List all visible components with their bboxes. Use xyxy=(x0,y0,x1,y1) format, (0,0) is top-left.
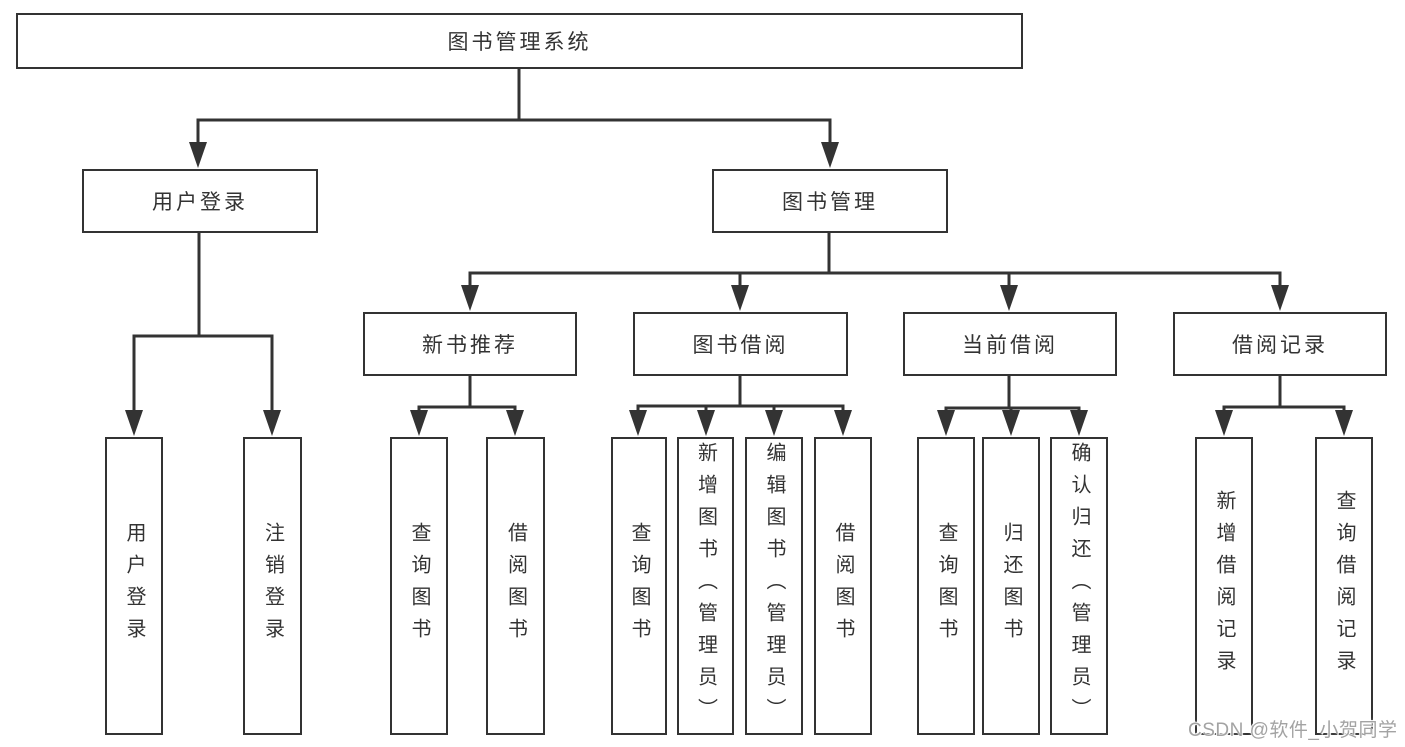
node-book-management: 图书管理 xyxy=(712,169,948,233)
node-new-book-recommend: 新书推荐 xyxy=(363,312,577,376)
csdn-watermark: CSDN @软件_小贺同学 xyxy=(1188,720,1398,741)
leaf-current-query-books: 查询图书 xyxy=(917,437,975,735)
leaf-newbook-query-books: 查询图书 xyxy=(390,437,448,735)
leaf-logout: 注销登录 xyxy=(243,437,302,735)
leaf-user-login: 用户登录 xyxy=(105,437,163,735)
node-user-login: 用户登录 xyxy=(82,169,318,233)
leaf-records-query-record: 查询借阅记录 xyxy=(1315,437,1373,735)
leaf-borrow-add-books-admin: 新增图书（管理员） xyxy=(677,437,734,735)
leaf-newbook-borrow-books: 借阅图书 xyxy=(486,437,545,735)
leaf-records-add-record: 新增借阅记录 xyxy=(1195,437,1253,735)
node-library-system: 图书管理系统 xyxy=(16,13,1023,69)
leaf-current-return-books: 归还图书 xyxy=(982,437,1040,735)
node-book-borrow: 图书借阅 xyxy=(633,312,848,376)
node-borrow-records: 借阅记录 xyxy=(1173,312,1387,376)
leaf-borrow-query-books: 查询图书 xyxy=(611,437,667,735)
leaf-current-confirm-return-admin: 确认归还（管理员） xyxy=(1050,437,1108,735)
leaf-borrow-edit-books-admin: 编辑图书（管理员） xyxy=(745,437,803,735)
node-current-borrow: 当前借阅 xyxy=(903,312,1117,376)
leaf-borrow-borrow-books: 借阅图书 xyxy=(814,437,872,735)
